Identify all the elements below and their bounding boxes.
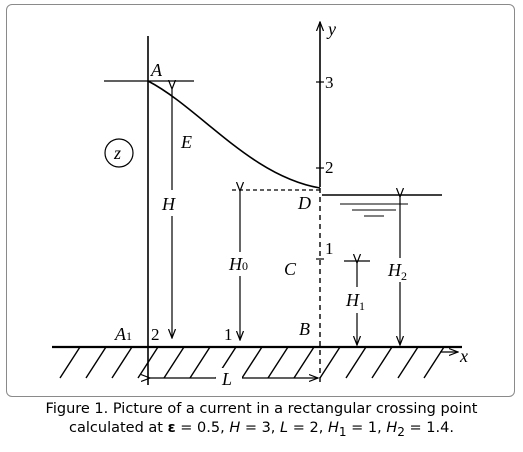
z-label: z (113, 143, 121, 163)
marker-1: 1 (224, 325, 233, 344)
tick-label-3: 3 (325, 73, 334, 92)
caption-line-2: calculated at ε = 0.5, H = 3, L = 2, H1 … (69, 420, 454, 439)
tick-label-2: 2 (325, 158, 334, 177)
flow-diagram: x y 3 2 1 H H0 H1 H2 L z A E D C B A1 (52, 19, 468, 389)
h-label: H (161, 194, 176, 214)
point-a-label: A (150, 60, 163, 80)
point-e-label: E (180, 132, 192, 152)
figure-frame (6, 4, 515, 397)
free-surface-curve (147, 80, 321, 189)
point-b-label: B (299, 319, 310, 339)
l-label: L (221, 369, 232, 389)
point-c-label: C (284, 259, 297, 279)
z-circle (104, 138, 134, 168)
point-d-label: D (297, 193, 311, 213)
ground-hatching (59, 346, 445, 379)
h1-label: H1 (345, 290, 365, 313)
figure-caption: Figure 1. Picture of a current in a rect… (0, 400, 523, 442)
y-axis-label: y (326, 19, 336, 39)
h2-label: H2 (387, 260, 407, 283)
marker-2: 2 (151, 325, 160, 344)
x-axis-label: x (459, 346, 468, 366)
point-a1-label: A1 (114, 324, 132, 344)
tick-label-1: 1 (325, 239, 334, 258)
caption-line-1: Figure 1. Picture of a current in a rect… (45, 401, 478, 417)
h0-label: H0 (228, 254, 248, 274)
